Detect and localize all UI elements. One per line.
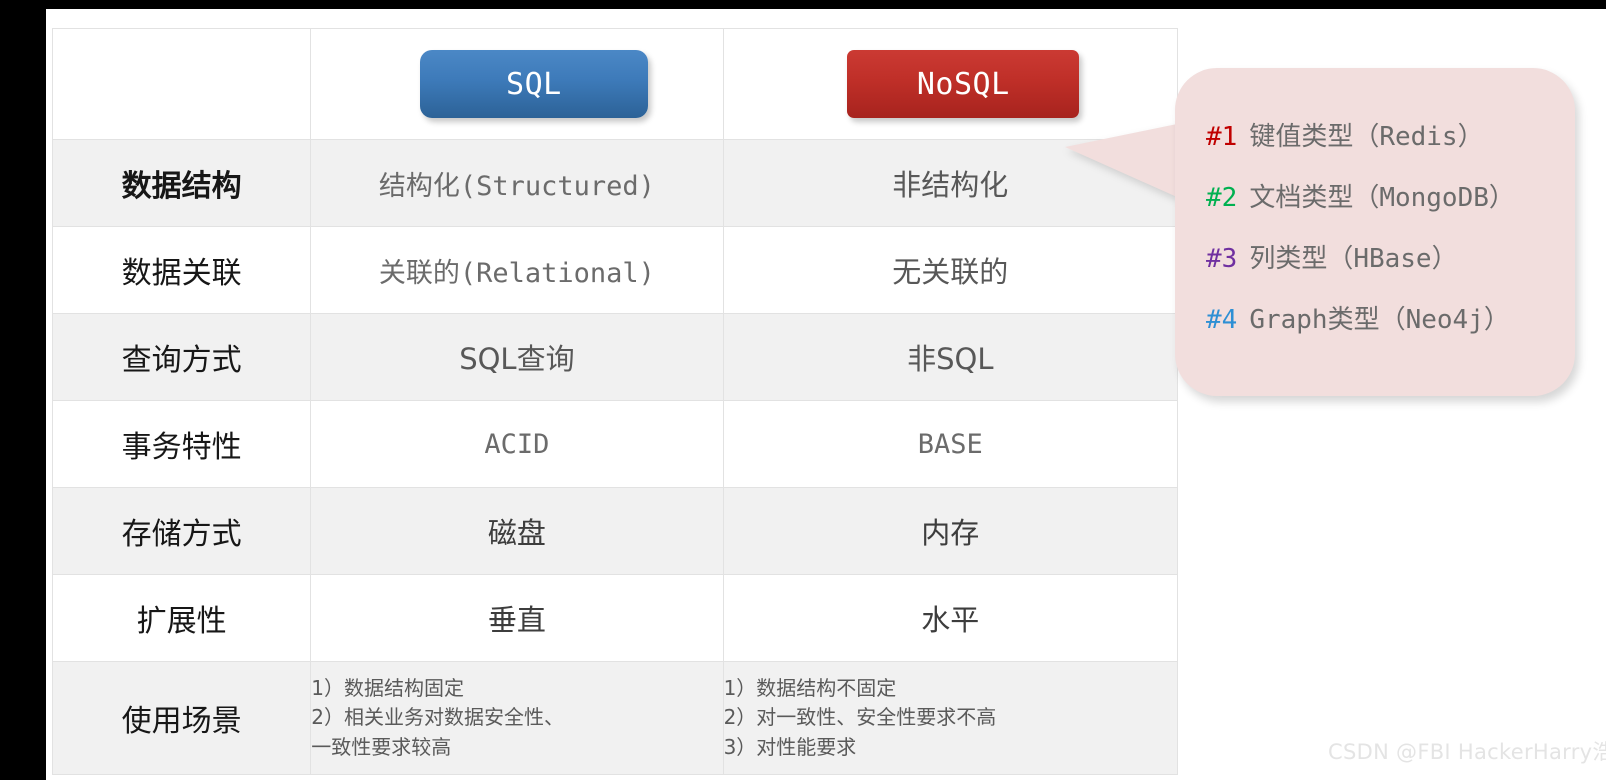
- callout-marker-1: #1: [1206, 122, 1238, 152]
- callout-content: #1 键值类型（Redis） #2 文档类型（MongoDB） #3 列类型（H…: [1175, 68, 1575, 396]
- cell-sql-data-structure: 结构化(Structured): [310, 139, 724, 227]
- callout-line-2: #2 文档类型（MongoDB）: [1206, 177, 1575, 238]
- callout-marker-4: #4: [1206, 305, 1238, 335]
- cell-sql-scalability: 垂直: [310, 574, 724, 662]
- table-row: 数据结构 结构化(Structured) 非结构化: [51, 139, 1179, 227]
- header-cell-sql: SQL: [310, 28, 724, 140]
- header-empty-cell: [51, 28, 312, 140]
- cell-nosql-use-case: 1）数据结构不固定 2）对一致性、安全性要求不高 3）对性能要求: [722, 661, 1179, 775]
- list-item: 2）对一致性、安全性要求不高: [723, 705, 997, 730]
- nosql-badge[interactable]: NoSQL: [847, 50, 1080, 118]
- cell-nosql-storage: 内存: [722, 487, 1179, 575]
- cell-sql-data-relation: 关联的(Relational): [310, 226, 724, 314]
- callout-text-3: 列类型（HBase）: [1249, 244, 1458, 274]
- cell-nosql-transaction: BASE: [722, 400, 1179, 488]
- row-label-data-relation: 数据关联: [51, 226, 312, 314]
- table-row: 查询方式 SQL查询 非SQL: [51, 313, 1179, 401]
- table-row: 事务特性 ACID BASE: [51, 400, 1179, 488]
- table-row: 使用场景 1）数据结构固定 2）相关业务对数据安全性、 一致性要求较高 1）数据…: [51, 661, 1179, 775]
- callout-line-4: #4 Graph类型（Neo4j）: [1206, 299, 1575, 360]
- table-row: 数据关联 关联的(Relational) 无关联的: [51, 226, 1179, 314]
- list-item: 3）对性能要求: [723, 734, 857, 759]
- callout-text-1: 键值类型（Redis）: [1249, 122, 1484, 152]
- sql-badge[interactable]: SQL: [419, 50, 648, 118]
- callout-text-4: Graph类型（Neo4j）: [1249, 305, 1510, 335]
- callout-text-2: 文档类型（MongoDB）: [1249, 183, 1515, 213]
- header-cell-nosql: NoSQL: [722, 28, 1179, 140]
- cell-nosql-scalability: 水平: [722, 574, 1179, 662]
- callout-tail: [1065, 124, 1177, 197]
- slide-canvas: SQL NoSQL 数据结构 结构化(Structured) 非结构化: [46, 9, 1606, 780]
- table-row: 存储方式 磁盘 内存: [51, 487, 1179, 575]
- callout-marker-2: #2: [1206, 183, 1238, 213]
- row-label-transaction: 事务特性: [51, 400, 312, 488]
- list-item: 1）数据结构不固定: [723, 675, 897, 700]
- row-label-data-structure: 数据结构: [51, 139, 312, 227]
- cell-sql-query-method: SQL查询: [310, 313, 724, 401]
- row-label-storage: 存储方式: [51, 487, 312, 575]
- list-item: 1）数据结构固定: [311, 675, 464, 700]
- cell-sql-transaction: ACID: [310, 400, 724, 488]
- sql-badge-wrap: SQL: [311, 29, 722, 139]
- cell-sql-use-case: 1）数据结构固定 2）相关业务对数据安全性、 一致性要求较高: [310, 661, 724, 775]
- table-header-row: SQL NoSQL: [51, 28, 1179, 140]
- nosql-types-callout: [1175, 68, 1575, 396]
- sql-nosql-comparison-table: SQL NoSQL 数据结构 结构化(Structured) 非结构化: [51, 28, 1179, 775]
- list-item: 一致性要求较高: [311, 734, 452, 759]
- cell-nosql-query-method: 非SQL: [722, 313, 1179, 401]
- callout-line-3: #3 列类型（HBase）: [1206, 238, 1575, 299]
- row-label-use-case: 使用场景: [51, 661, 312, 775]
- cell-sql-storage: 磁盘: [310, 487, 724, 575]
- callout-line-1: #1 键值类型（Redis）: [1206, 116, 1575, 177]
- cell-nosql-data-relation: 无关联的: [722, 226, 1179, 314]
- row-label-query-method: 查询方式: [51, 313, 312, 401]
- callout-marker-3: #3: [1206, 244, 1238, 274]
- row-label-scalability: 扩展性: [51, 574, 312, 662]
- csdn-watermark: CSDN @FBI HackerHarry浩: [1328, 740, 1606, 764]
- list-item: 2）相关业务对数据安全性、: [311, 705, 564, 730]
- nosql-badge-wrap: NoSQL: [724, 29, 1177, 139]
- table-row: 扩展性 垂直 水平: [51, 574, 1179, 662]
